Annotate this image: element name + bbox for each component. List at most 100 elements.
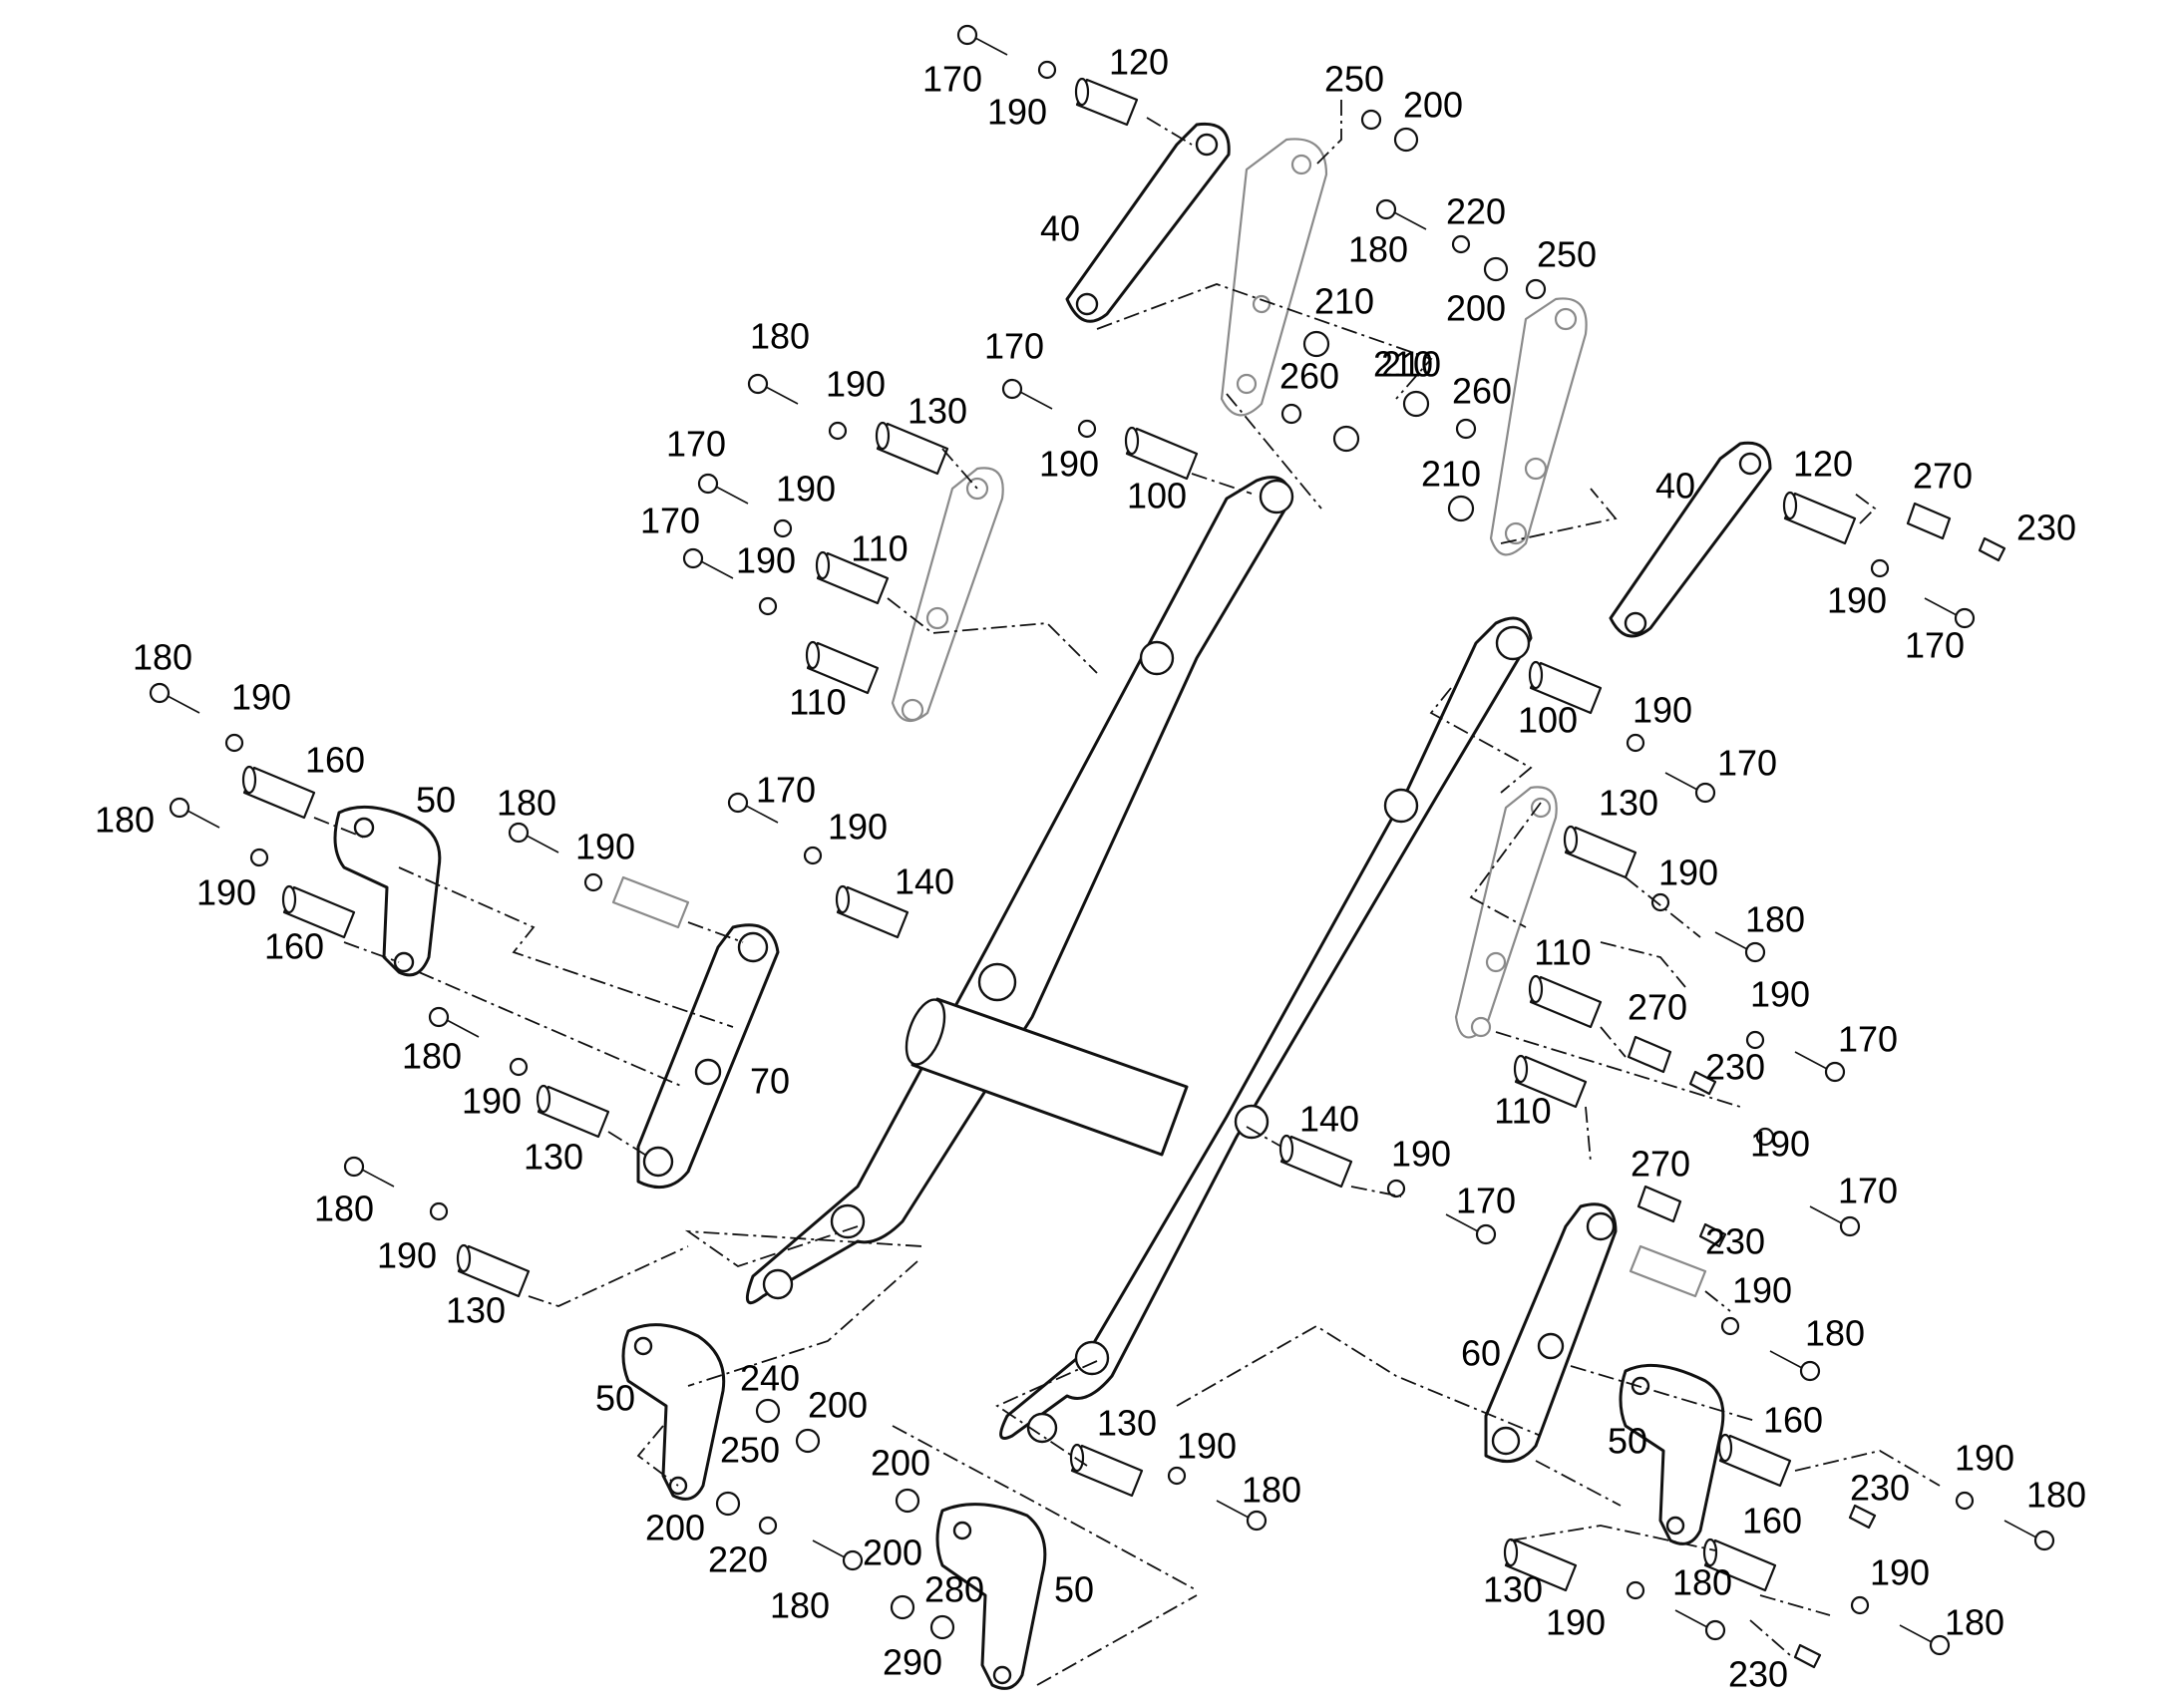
plate-left-upper xyxy=(891,467,1004,723)
pin-110-r5 xyxy=(1513,1054,1588,1109)
callout-label: 260 xyxy=(1279,356,1339,397)
pins xyxy=(241,77,1857,1592)
callout-label: 190 xyxy=(987,92,1047,133)
callout-label: 40 xyxy=(1040,208,1080,249)
callout-label: 180 xyxy=(497,783,556,824)
callout-label: 170 xyxy=(1456,1181,1516,1221)
callout-label: 190 xyxy=(1546,1602,1606,1643)
pin-140-c xyxy=(1278,1134,1353,1189)
callout-label: 180 xyxy=(1805,1313,1865,1354)
callout-label: 250 xyxy=(1537,234,1597,275)
callout-label: 130 xyxy=(524,1137,583,1178)
callout-label: 160 xyxy=(305,740,365,781)
callout-label: 110 xyxy=(1494,1091,1551,1132)
callout-label: 240 xyxy=(740,1358,800,1399)
pin-130-r3 xyxy=(1563,825,1637,879)
leader-lines xyxy=(313,100,1941,1686)
callout-label: 200 xyxy=(645,1508,705,1548)
callout-label: 180 xyxy=(2026,1475,2086,1516)
callout-label: 190 xyxy=(826,364,886,405)
callout-label: 190 xyxy=(1750,974,1810,1015)
pin-110-r4 xyxy=(1528,974,1603,1029)
pin-100-r2 xyxy=(1528,660,1603,715)
bolt xyxy=(956,24,1008,56)
bolt xyxy=(812,1539,864,1571)
bracket-50-left-upper xyxy=(333,805,442,977)
callout-label: 120 xyxy=(1793,444,1853,485)
callout-label: 190 xyxy=(828,807,888,848)
callout-label: 230 xyxy=(2016,508,2076,548)
bolt xyxy=(1714,931,1766,963)
pin-160-ll1 xyxy=(241,765,316,820)
bolt xyxy=(697,473,749,505)
callout-label: 100 xyxy=(1518,700,1578,741)
pin-130-l1 xyxy=(875,421,949,476)
left-lift-arm xyxy=(745,476,1294,1305)
callout-label: 190 xyxy=(196,872,256,913)
callout-label: 180 xyxy=(1945,1602,2004,1643)
callout-label: 50 xyxy=(1054,1569,1094,1610)
pin-140-ml xyxy=(835,884,909,939)
bolts xyxy=(149,24,2055,1656)
plate-top-right xyxy=(1489,297,1588,556)
bracket-70 xyxy=(636,923,780,1190)
callout-label: 130 xyxy=(908,391,967,432)
callout-label: 190 xyxy=(231,677,291,718)
callout-label: 110 xyxy=(851,528,908,569)
callout-label: 200 xyxy=(871,1443,930,1484)
callout-label: 200 xyxy=(808,1385,868,1426)
washers xyxy=(224,60,1975,1640)
callout-label: 210 xyxy=(1421,454,1481,495)
callout-label: 230 xyxy=(1850,1468,1910,1509)
callout-label: 190 xyxy=(1750,1124,1810,1165)
bracket-50-bottom-center xyxy=(935,1503,1047,1690)
pin-120-r xyxy=(1782,491,1857,545)
callout-label: 270 xyxy=(1913,456,1973,497)
right-lift-arm xyxy=(999,616,1533,1444)
callout-label: 280 xyxy=(924,1569,984,1610)
bolt xyxy=(428,1006,480,1038)
bracket-60 xyxy=(1484,1202,1618,1464)
callout-label: 170 xyxy=(1717,743,1777,784)
bolt xyxy=(1664,772,1716,804)
callout-label: 200 xyxy=(863,1533,922,1573)
callout-label: 130 xyxy=(1483,1569,1543,1610)
bolt xyxy=(1794,1051,1846,1083)
callout-label: 130 xyxy=(1599,783,1658,824)
callout-label: 180 xyxy=(1242,1470,1301,1511)
callout-label: 170 xyxy=(640,501,700,541)
callout-label: 120 xyxy=(1109,42,1169,83)
callout-label: 190 xyxy=(1870,1552,1930,1593)
callout-label: 140 xyxy=(895,861,954,902)
callout-label: 190 xyxy=(776,469,836,510)
bracket-50-right xyxy=(1619,1363,1725,1545)
plate-top-center xyxy=(1220,138,1328,417)
callout-label: 230 xyxy=(1705,1221,1765,1262)
callout-label: 190 xyxy=(736,540,796,581)
callout-label: 190 xyxy=(1732,1270,1792,1311)
pin-130-l4 xyxy=(536,1084,610,1139)
bolt xyxy=(747,373,799,405)
pin-130-b2 xyxy=(1069,1443,1144,1498)
callout-label: 100 xyxy=(1127,476,1187,516)
link-40-top xyxy=(1065,122,1231,323)
callout-label: 130 xyxy=(446,1290,506,1331)
bolt xyxy=(1924,597,1976,629)
bolt xyxy=(682,547,734,579)
callout-label: 170 xyxy=(666,424,726,465)
callout-label: 130 xyxy=(1097,1403,1157,1444)
callout-label: 190 xyxy=(1391,1134,1451,1175)
callout-label: 190 xyxy=(1955,1438,2014,1479)
callout-label: 50 xyxy=(1608,1421,1647,1462)
callout-label: 170 xyxy=(756,770,816,811)
callout-label: 40 xyxy=(1655,466,1695,507)
bolt xyxy=(2003,1520,2055,1551)
callout-label: 170 xyxy=(1905,625,1965,666)
callout-label: 190 xyxy=(1827,580,1887,621)
pin-160-r7 xyxy=(1717,1433,1792,1488)
callout-label: 200 xyxy=(1446,288,1506,329)
bolt xyxy=(727,792,779,824)
bolt xyxy=(1769,1350,1821,1382)
callout-label: 60 xyxy=(1461,1333,1501,1374)
